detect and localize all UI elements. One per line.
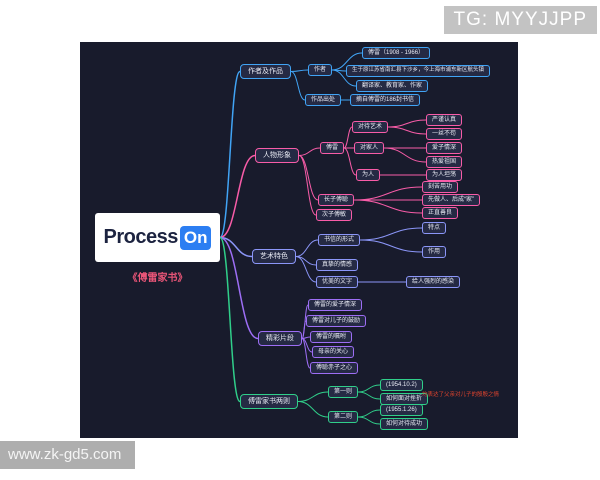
mindmap-node-b4e[interactable]: 傅聪赤子之心 [310,362,359,374]
mindmap-node-b2a2b[interactable]: 热爱祖国 [426,156,463,168]
mindmap-node-b3a[interactable]: 书信的形式 [318,234,361,246]
mindmap-node-b3c1[interactable]: 给人强烈的感染 [406,276,461,288]
mindmap-node-b5a1[interactable]: (1954.10.2) [380,379,423,391]
mindmap-node-b3c[interactable]: 优美的文字 [316,276,359,288]
mindmap-node-b5[interactable]: 傅雷家书两则 [240,394,298,409]
mindmap-canvas[interactable]: Process On 《傅雷家书》 作者及作品 作者 傅雷（1908 - 196… [80,42,518,438]
mindmap-node-b1a2[interactable]: 生于原江苏省南汇县下沙乡，今上海市浦东新区航头镇 [346,65,491,77]
processon-logo-badge: On [179,225,212,250]
mindmap-node-b2c[interactable]: 次子傅敏 [316,209,353,221]
mindmap-node-b2a2[interactable]: 对家人 [354,142,385,154]
mindmap-node-b5b[interactable]: 第二则 [328,411,359,423]
mindmap-node-b5b2[interactable]: 如何对待成功 [380,418,429,430]
mindmap-node-b3a1[interactable]: 特点 [422,222,447,234]
mindmap-node-b1a3[interactable]: 翻译家、教育家、作家 [356,80,429,92]
mindmap-node-b1a[interactable]: 作者 [308,64,333,76]
mindmap-node-b4d[interactable]: 母亲的关心 [312,346,355,358]
mindmap-node-b3b[interactable]: 真挚的情感 [316,259,359,271]
mindmap-node-b2b[interactable]: 长子傅聪 [318,194,355,206]
mindmap-node-b2b3[interactable]: 正直善良 [422,207,459,219]
mindmap-node-b2a1a[interactable]: 严谨认真 [426,114,463,126]
mindmap-subtitle: 《傅雷家书》 [127,273,188,284]
annotation-text[interactable]: 均表达了父亲对儿子的殷殷之情 [422,392,500,398]
mindmap-node-b2b1[interactable]: 刻苦用功 [422,181,459,193]
mindmap-node-b1[interactable]: 作者及作品 [240,64,291,79]
mindmap-node-b4c[interactable]: 傅雷的嘱咐 [310,331,353,343]
mindmap-node-b5b1[interactable]: (1955.1.26) [380,404,423,416]
mindmap-node-b3a2[interactable]: 作用 [422,246,447,258]
mindmap-node-b2a3a[interactable]: 为人坦荡 [426,169,463,181]
mindmap-node-b1a1[interactable]: 傅雷（1908 - 1966） [362,47,431,59]
processon-logo-text: Process [103,226,179,248]
mindmap-node-b3[interactable]: 艺术特色 [252,249,296,264]
mindmap-node-b2a[interactable]: 傅雷 [320,142,345,154]
mindmap-node-b2a1b[interactable]: 一丝不苟 [426,128,463,140]
root-node-processon-logo[interactable]: Process On [95,213,220,262]
mindmap-node-b2b2[interactable]: 先做人、后成“家” [422,194,480,206]
mindmap-node-b2a1[interactable]: 对待艺术 [352,121,389,133]
mindmap-node-b1b1[interactable]: 摘自傅雷的186封书信 [350,94,421,106]
watermark-top: TG: MYYJJPP [443,6,597,34]
mindmap-node-b5a[interactable]: 第一则 [328,386,359,398]
mindmap-node-b4[interactable]: 精彩片段 [258,331,302,346]
mindmap-node-b1b[interactable]: 作品出处 [305,94,342,106]
mindmap-node-b2a3[interactable]: 为人 [356,169,381,181]
mindmap-node-b4a[interactable]: 傅雷的爱子情深 [308,299,363,311]
mindmap-node-b2a2a[interactable]: 爱子情深 [426,142,463,154]
mindmap-node-b2[interactable]: 人物形象 [255,148,299,163]
mindmap-node-b4b[interactable]: 傅雷对儿子的鼓励 [306,315,367,327]
watermark-bottom: www.zk-gd5.com [0,441,136,469]
